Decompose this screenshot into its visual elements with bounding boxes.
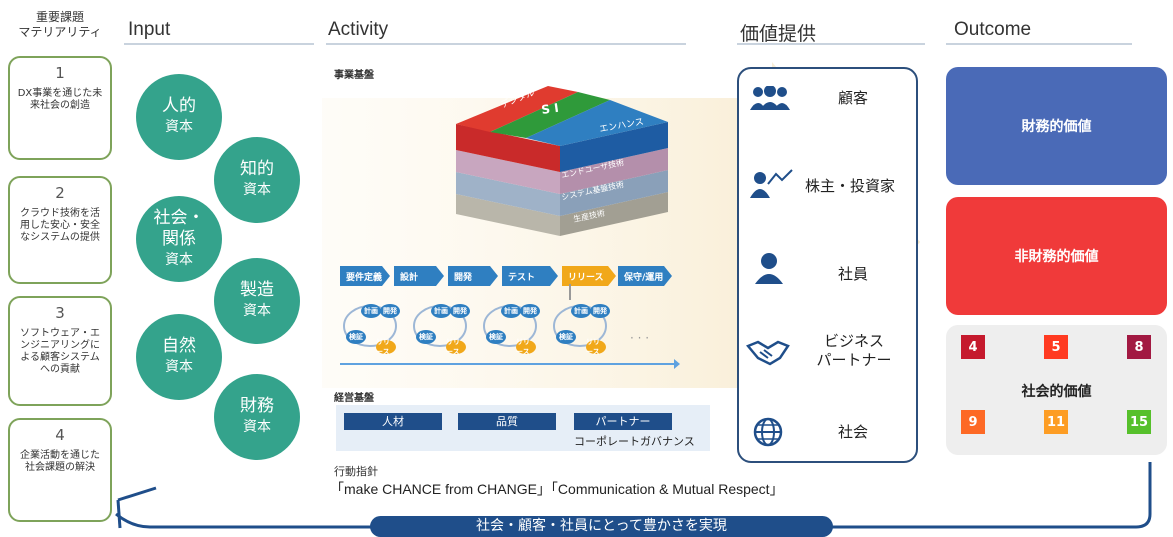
globe-icon [753,417,783,447]
management-item-partner: パートナー [574,413,672,430]
materiality-number: 1 [55,64,65,82]
technology-stack: デジタル S I エンハンス エンドユーザ技術 システム基盤技術 生産技術 [456,86,668,236]
materiality-heading: 重要課題 マテリアリティ [4,10,116,40]
management-base-label: 経営基盤 [334,393,374,404]
people-icon [750,86,790,110]
sdg-8-icon: 8 [1127,335,1151,359]
non-financial-value-label: 非財務的価値 [1014,249,1099,265]
capital-line: 自然 [162,336,196,356]
person-icon [755,253,783,284]
social-value-label: 社会的価値 [1021,384,1092,400]
process-step: テスト [502,266,558,286]
sdg-11-icon: 11 [1044,410,1068,434]
materiality-text: 企業活動を通じた社会課題の解決 [20,450,100,473]
materiality-heading-line2: マテリアリティ [18,25,102,39]
non-financial-value-box: 非財務的価値 [946,197,1167,315]
cycle-release: リリース [516,338,536,356]
investor-chart-icon [750,169,793,198]
capital-social: 社会・ 関係 資本 [136,196,222,282]
cycle-plan: 計画 [571,304,591,318]
cycle-dev: 開発 [450,304,470,318]
management-item-hr: 人材 [344,413,442,430]
sdg-9-icon: 9 [961,410,985,434]
stack-top-center-label: S I [540,101,559,117]
materiality-item-2: 2 クラウド技術を活用した安心・安全なシステムの提供 [8,176,112,284]
materiality-text: DX事業を通じた未来社会の創造 [17,88,103,111]
capital-line: 資本 [243,182,271,198]
capital-line: 財務 [240,396,274,416]
outcome-heading: Outcome [954,19,1032,40]
value-heading: 価値提供 [740,24,817,45]
financial-value-label: 財務的価値 [1021,119,1092,135]
capital-line: 資本 [243,419,271,435]
guideline-text: 「make CHANCE from CHANGE」「Communication … [330,481,784,497]
process-step: 保守/運用 [618,266,672,286]
capital-manufactured: 製造 資本 [214,258,300,344]
capital-line: 知的 [240,159,274,179]
process-step-release: リリース [562,266,616,286]
capital-line: 人的 [162,96,196,116]
capital-financial: 財務 資本 [214,374,300,460]
process-step: 設計 [394,266,444,286]
capital-natural: 自然 資本 [136,314,222,400]
capital-line: 資本 [165,119,193,135]
sdg-4-icon: 4 [961,335,985,359]
cycle-dev: 開発 [520,304,540,318]
process-step: 要件定義 [340,266,390,286]
materiality-text: クラウド技術を活用した安心・安全なシステムの提供 [20,208,100,243]
materiality-heading-line1: 重要課題 [35,10,84,24]
input-divider [124,43,314,45]
governance-label: コーポレートガバナンス [574,435,695,448]
capital-line: 関係 [162,228,196,249]
financial-value-box: 財務的価値 [946,67,1167,185]
materiality-number: 2 [55,184,65,202]
value-item-shareholder: 株主・投資家 [804,177,895,195]
handshake-icon [746,340,790,366]
materiality-item-4: 4 企業活動を通じた社会課題の解決 [8,418,112,522]
cycle-review: 検証 [416,330,436,344]
cycle-release: リリース [376,338,396,356]
value-divider [737,43,925,45]
sdg-5-icon: 5 [1044,335,1068,359]
cycle-review: 検証 [346,330,366,344]
release-marker [569,284,571,300]
capital-line: 製造 [240,280,274,300]
capital-line: 社会・ [153,207,205,228]
value-item-customer: 顧客 [837,89,868,107]
cycle-dev: 開発 [380,304,400,318]
capital-line: 資本 [243,303,271,319]
materiality-text: ソフトウェア・エンジニアリングによる顧客システムへの貢献 [20,328,100,375]
cycle-plan: 計画 [431,304,451,318]
business-base-label: 事業基盤 [334,70,374,81]
sdg-15-icon: 15 [1127,410,1151,434]
process-step: 開発 [448,266,498,286]
capital-human: 人的 資本 [136,74,222,160]
materiality-number: 4 [55,426,65,444]
materiality-number: 3 [55,304,65,322]
materiality-item-1: 1 DX事業を通じた未来社会の創造 [8,56,112,160]
activity-heading: Activity [328,19,389,40]
cycle-review: 検証 [556,330,576,344]
cycle-plan: 計画 [361,304,381,318]
capital-line: 資本 [165,359,193,375]
cycle-dev: 開発 [590,304,610,318]
cycle-release: リリース [446,338,466,356]
materiality-item-3: 3 ソフトウェア・エンジニアリングによる顧客システムへの貢献 [8,296,112,406]
guideline-label: 行動指針 [334,465,378,478]
cycle-review: 検証 [486,330,506,344]
management-item-quality: 品質 [458,413,556,430]
value-item-society: 社会 [837,423,868,441]
value-item-employee: 社員 [837,265,868,283]
svg-text:· · ·: · · · [630,331,649,345]
cycle-plan: 計画 [501,304,521,318]
value-item-partner: ビジネス パートナー [816,332,892,369]
outcome-banner: 社会・顧客・社員にとって豊かさを実現 [370,516,833,537]
capital-line: 資本 [165,251,193,268]
cycle-release: リリース [586,338,606,356]
capital-intellectual: 知的 資本 [214,137,300,223]
input-heading: Input [128,19,171,40]
outcome-divider [946,43,1132,45]
activity-divider [326,43,686,45]
